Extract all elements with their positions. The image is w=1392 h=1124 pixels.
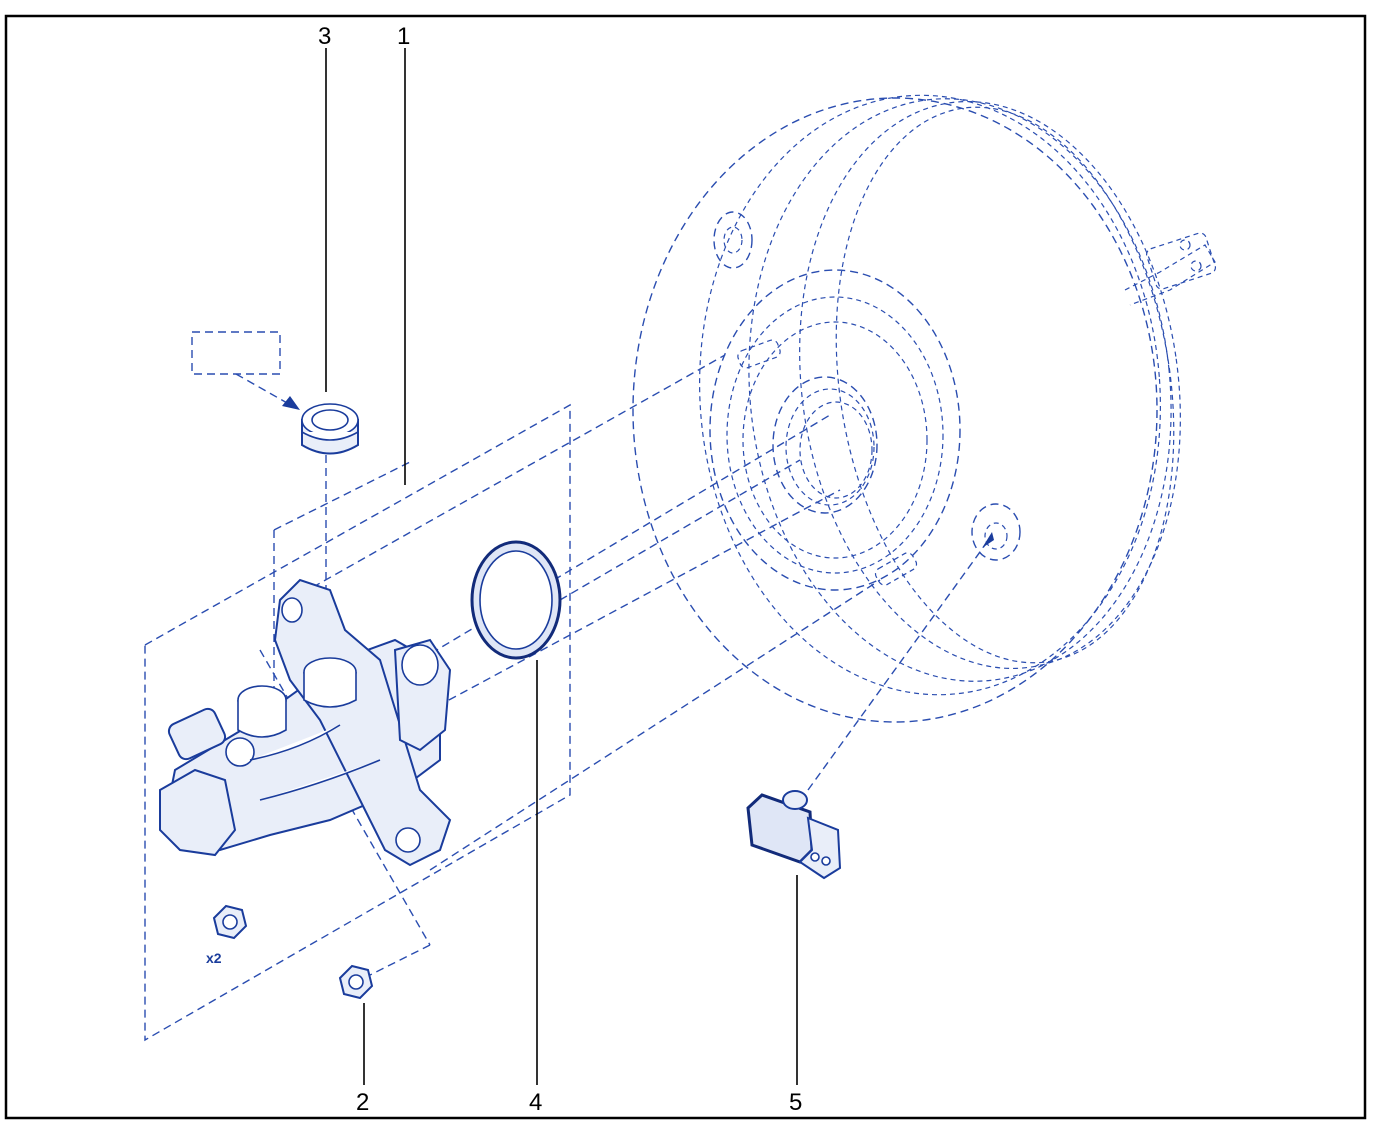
pressure-sensor	[746, 790, 842, 880]
o-ring-seal	[470, 540, 562, 660]
brake-booster-outline	[632, 94, 1217, 723]
arrow-head-icon	[282, 396, 300, 410]
assembly-guide-lines	[144, 331, 986, 1042]
flange-nut	[338, 964, 374, 1000]
reservoir-seal-grommet	[301, 403, 359, 455]
quantity-label: x2	[206, 950, 222, 966]
arrow-head-icon	[982, 532, 994, 548]
flange-nut-spare	[212, 904, 248, 940]
callout-5: 5	[789, 1089, 802, 1116]
callout-leaders	[325, 48, 798, 1085]
reference-label-box	[191, 331, 281, 375]
brake-master-cylinder	[159, 578, 452, 867]
callout-1: 1	[397, 23, 410, 50]
diagram-border	[4, 14, 1367, 1120]
callout-3: 3	[318, 23, 331, 50]
arrow-icons	[282, 396, 994, 548]
callout-2: 2	[356, 1089, 369, 1116]
callout-4: 4	[529, 1089, 542, 1116]
